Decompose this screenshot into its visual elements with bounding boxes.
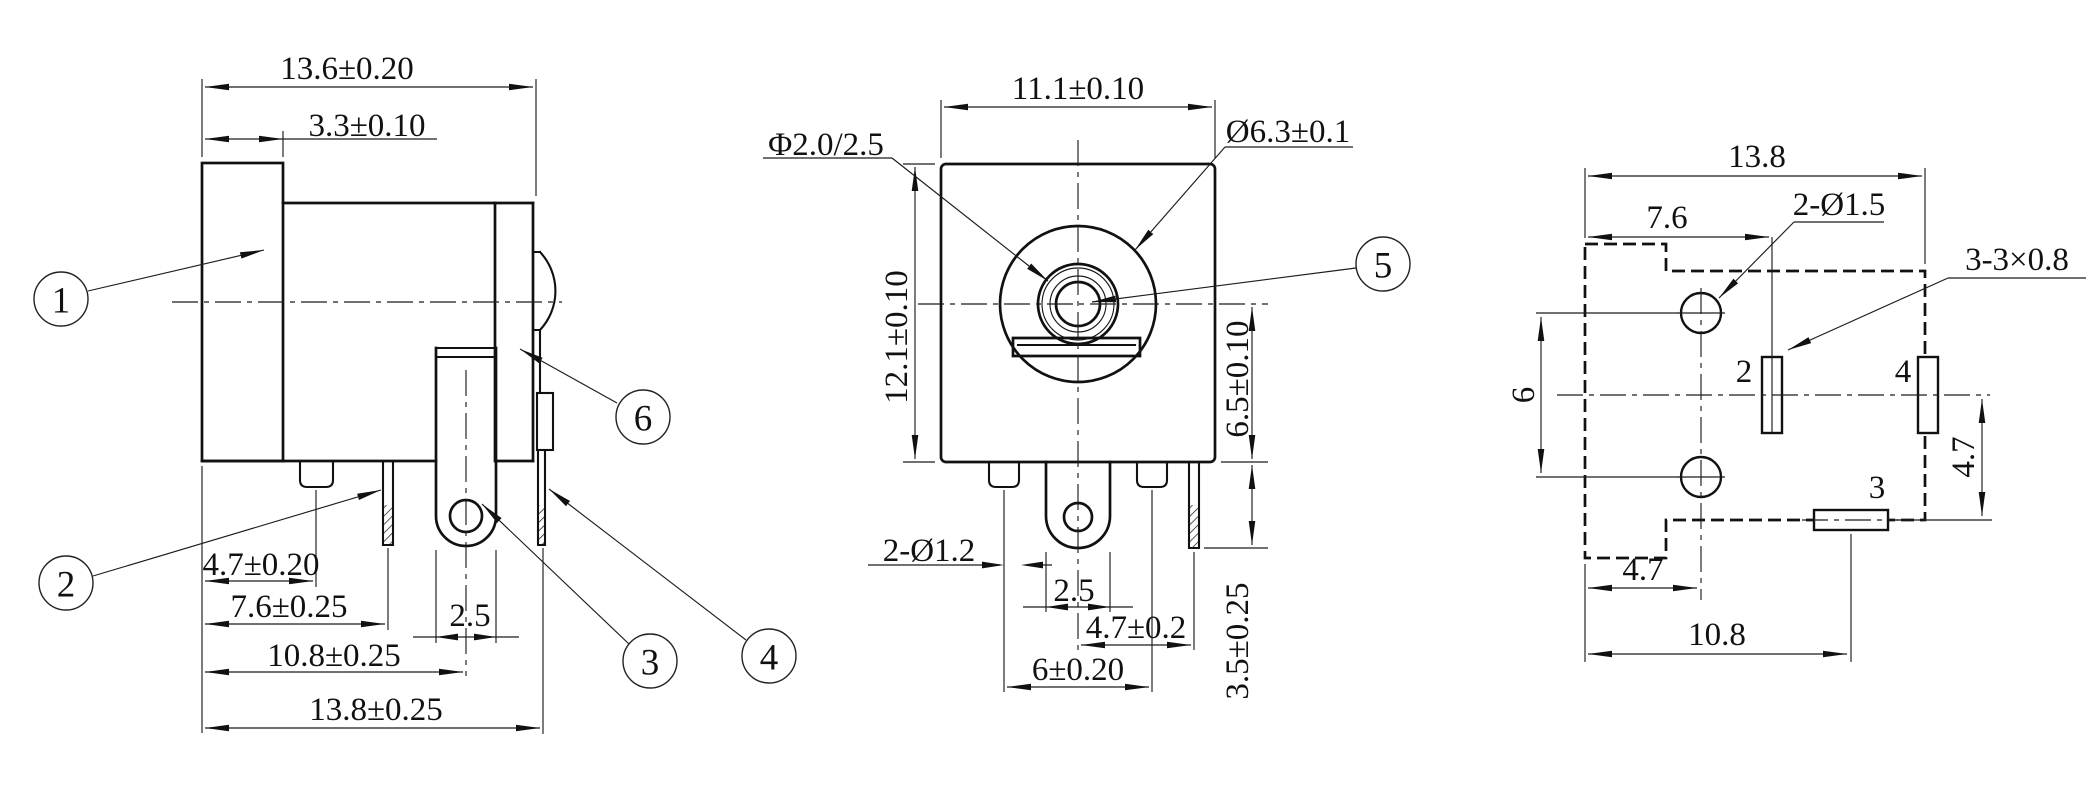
lock-tab [535,391,555,452]
leg-stub-side [298,459,335,489]
front-right-tail-hatch [1189,505,1199,547]
balloon-2: 2 [57,565,76,606]
dim-fp-total-width: 13.8 [1728,139,1786,175]
side-view: 1 2 3 4 6 13.6±0.20 3.3±0.10 4.7±0.20 7.… [33,51,797,734]
pin-dia-leader [891,157,1049,282]
dim-front-height: 12.1±0.10 [879,270,915,404]
footprint-view: 13.8 7.6 2-Ø1.5 3-3×0.8 6 4.7 10.8 4.7 2… [1506,139,2086,662]
dim-side-lug-center: 10.8±0.25 [267,638,401,674]
balloon-4: 4 [760,638,779,679]
leader-balloon-6 [519,348,618,404]
dim-fp-pad-size: 3-3×0.8 [1965,242,2069,278]
leader-balloon-4 [548,488,747,641]
pad-2-label: 2 [1736,354,1753,390]
leg-holes-arrow-left [1021,561,1043,569]
leader-balloon-2 [92,489,382,577]
dim-leg-length: 3.5±0.25 [1220,582,1256,699]
leader-balloon-3 [481,503,630,645]
balloon-1-circle [33,271,89,327]
dim-side-pin2-offset: 7.6±0.25 [230,589,347,625]
dim-side-total-width: 13.6±0.20 [280,51,414,87]
spring-contact-bump [531,250,557,395]
arrow-front-2-5-right [1088,603,1110,611]
dim-fp-flange-to-hole: 4.7 [1622,552,1663,588]
right-tail-hatch [538,505,545,544]
front-extension-lines [903,100,1268,692]
balloon-4-circle [741,628,797,684]
hole-dia-leader [1718,221,1795,299]
right-tail-side [536,448,547,547]
footprint-extension-lines [1536,168,1992,662]
dim-front-pin-offset: 4.7±0.2 [1086,610,1187,646]
balloon-3: 3 [641,643,660,684]
dim-barrel-dia: Ø6.3±0.1 [1226,114,1350,150]
pin-tail-side [381,459,395,547]
dim-fp-hole-offset: 7.6 [1646,200,1687,236]
dim-leg-holes: 2-Ø1.2 [883,533,976,569]
balloon-6: 6 [634,399,653,440]
barrel-dia-leader [1134,146,1226,251]
front-leg-stub-left [987,460,1021,489]
balloon-1: 1 [52,281,71,322]
dim-fp-hole-dia: 2-Ø1.5 [1793,187,1886,223]
dim-side-lug-width: 2.5 [449,598,490,634]
pin-tail-hatch [384,505,392,544]
arrow-front-2-5-left [1046,603,1068,611]
dim-pin-dia: Φ2.0/2.5 [768,127,884,163]
leg-holes-arrow-right [982,561,1004,569]
balloon-6-circle [615,389,671,445]
pad-3-label: 3 [1869,470,1886,506]
dim-front-leg-span: 6±0.20 [1032,652,1124,688]
dim-side-pin1-offset: 4.7±0.20 [202,547,319,583]
balloon-5: 5 [1374,246,1393,287]
center-lug-top-lines [434,346,498,359]
dim-side-tail-offset: 13.8±0.25 [309,692,443,728]
arrow-2-5-right [474,633,496,641]
side-extension-lines [201,79,544,734]
side-view-outline [200,161,557,548]
arrow-2-5-left [436,633,458,641]
dim-fp-pad-drop: 4.7 [1946,436,1982,477]
pad-size-leader [1787,277,1949,351]
leader-balloon-1 [87,249,265,292]
flange-outline [200,161,285,463]
dim-center-to-bottom: 6.5±0.10 [1220,320,1256,437]
dim-fp-pad3-offset: 10.8 [1688,617,1746,653]
front-leg-stub-right [1135,460,1169,489]
front-view: 5 11.1±0.10 12.1±0.10 Φ2.0/2.5 Ø6.3±0.1 … [763,71,1411,700]
dim-front-lug-width: 2.5 [1053,573,1094,609]
hole-center-ticks [1677,312,1725,478]
balloon-3-circle [622,633,678,689]
balloon-5-circle [1355,236,1411,292]
balloon-2-circle [38,555,94,611]
pad-4-label: 4 [1895,354,1912,390]
contact-shelf [1011,336,1142,358]
dim-front-width: 11.1±0.10 [1012,71,1144,107]
leader-balloon-5 [1091,267,1357,303]
dim-fp-hole-span: 6 [1506,387,1542,404]
dim-side-flange: 3.3±0.10 [308,108,425,144]
